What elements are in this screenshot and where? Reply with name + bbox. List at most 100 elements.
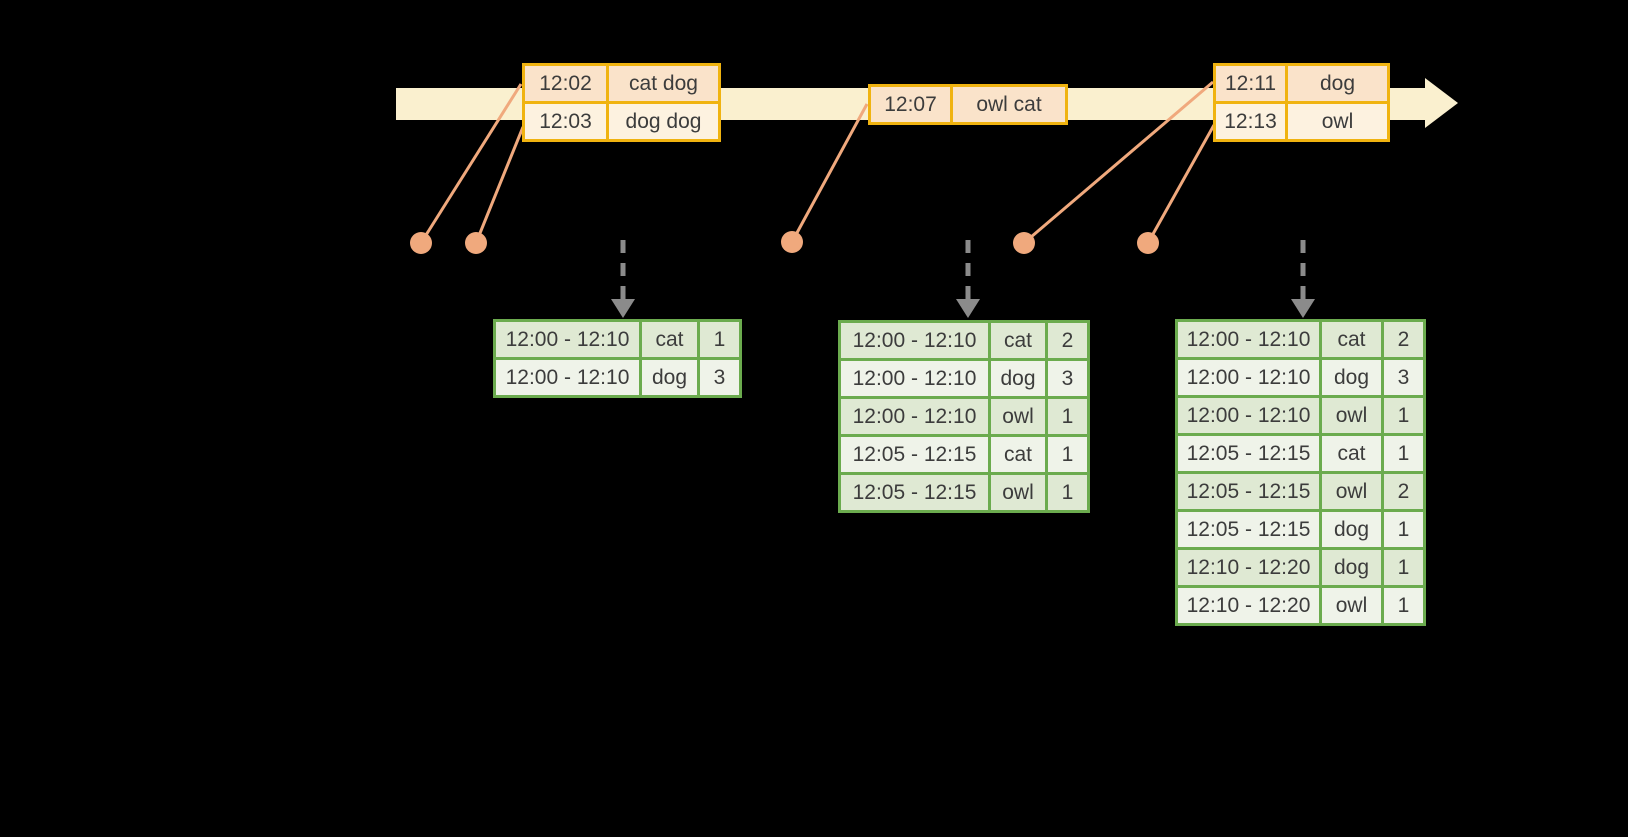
word-cell: dog [1319,357,1384,398]
window-cell: 12:00 - 12:10 [1175,357,1322,398]
window-cell: 12:00 - 12:10 [838,358,991,399]
word-cell: owl [988,396,1048,437]
word-cell: owl [988,472,1048,513]
time-cell: 12:03 [522,101,609,142]
window-cell: 12:00 - 12:10 [838,396,991,437]
event-dot-icon [1013,232,1035,254]
count-cell: 3 [1381,357,1426,398]
event-connector-line [419,83,523,244]
window-cell: 12:00 - 12:10 [1175,319,1322,360]
count-cell: 1 [1381,395,1426,436]
window-cell: 12:10 - 12:20 [1175,547,1322,588]
window-cell: 12:00 - 12:10 [493,357,642,398]
count-cell: 2 [1045,320,1090,361]
count-cell: 1 [1045,434,1090,475]
window-cell: 12:00 - 12:10 [1175,395,1322,436]
window-cell: 12:05 - 12:15 [1175,433,1322,474]
words-cell: cat dog [606,63,721,104]
word-cell: dog [639,357,700,398]
event-connector-line [474,126,525,244]
count-cell: 1 [1381,547,1426,588]
trigger-arrowhead-icon [611,299,635,318]
timeline-arrowhead-icon [1425,78,1458,128]
word-cell: cat [1319,319,1384,360]
time-cell: 12:02 [522,63,609,104]
event-dot-icon [781,231,803,253]
word-cell: dog [1319,547,1384,588]
word-cell: cat [1319,433,1384,474]
word-cell: dog [1319,509,1384,550]
time-cell: 12:11 [1213,63,1288,104]
word-cell: cat [988,434,1048,475]
count-cell: 1 [1381,433,1426,474]
trigger-arrowhead-icon [1291,299,1315,318]
words-cell: owl [1285,101,1390,142]
count-cell: 1 [1045,396,1090,437]
window-cell: 12:05 - 12:15 [838,434,991,475]
count-cell: 1 [1045,472,1090,513]
event-connector-line [1023,80,1214,245]
event-connector-line [790,103,869,243]
window-cell: 12:00 - 12:10 [838,320,991,361]
words-cell: owl cat [950,84,1068,125]
event-dot-icon [1137,232,1159,254]
count-cell: 3 [1045,358,1090,399]
count-cell: 1 [697,319,742,360]
word-cell: owl [1319,471,1384,512]
count-cell: 2 [1381,471,1426,512]
word-cell: cat [988,320,1048,361]
count-cell: 1 [1381,585,1426,626]
window-cell: 12:05 - 12:15 [1175,471,1322,512]
window-cell: 12:00 - 12:10 [493,319,642,360]
count-cell: 1 [1381,509,1426,550]
word-cell: dog [988,358,1048,399]
trigger-arrowhead-icon [956,299,980,318]
count-cell: 2 [1381,319,1426,360]
window-cell: 12:05 - 12:15 [838,472,991,513]
event-dot-icon [465,232,487,254]
count-cell: 3 [697,357,742,398]
window-cell: 12:05 - 12:15 [1175,509,1322,550]
time-cell: 12:07 [868,84,953,125]
window-cell: 12:10 - 12:20 [1175,585,1322,626]
event-connector-line [1146,124,1216,244]
words-cell: dog dog [606,101,721,142]
word-cell: cat [639,319,700,360]
words-cell: dog [1285,63,1390,104]
word-cell: owl [1319,395,1384,436]
time-cell: 12:13 [1213,101,1288,142]
